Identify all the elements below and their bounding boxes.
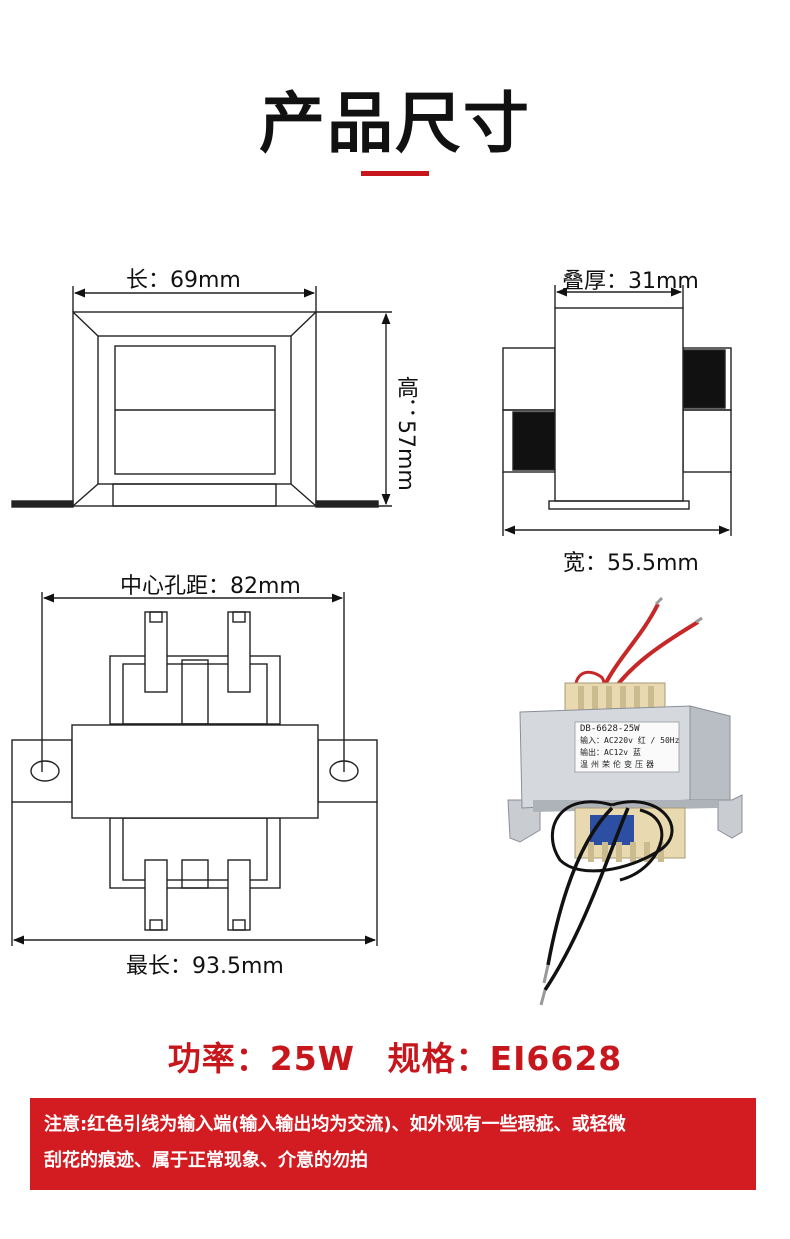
product-nameplate: DB-6628-25W 输入：AC220v 红 / 50Hz 输出：AC12v … xyxy=(580,723,680,771)
height-label: 高：57mm xyxy=(393,376,418,491)
notice-box: 注意:红色引线为输入端(输入输出均为交流)、如外观有一些瑕疵、或轻微 刮花的痕迹… xyxy=(30,1098,756,1190)
spec-line: 功率：25W 规格：EI6628 xyxy=(0,1032,790,1080)
nameplate-maker: 温州荣伦变压器 xyxy=(580,760,657,769)
nameplate-model: DB-6628-25W xyxy=(580,724,640,734)
nameplate-output: 输出：AC12v 蓝 xyxy=(580,748,641,757)
notice-line-1: 注意:红色引线为输入端(输入输出均为交流)、如外观有一些瑕疵、或轻微 xyxy=(44,1114,626,1135)
notice-line-2: 刮花的痕迹、属于正常现象、介意的勿拍 xyxy=(44,1150,368,1171)
top-view-drawing xyxy=(11,592,378,946)
hole-spacing-label: 中心孔距：82mm xyxy=(120,574,301,599)
title-underline xyxy=(361,171,429,176)
nameplate-input: 输入：AC220v 红 / 50Hz xyxy=(580,736,680,745)
power-spec: 功率：25W xyxy=(167,1039,356,1078)
width-label: 宽：55.5mm xyxy=(563,551,699,576)
front-view-drawing xyxy=(11,286,392,508)
transformer-photo xyxy=(507,596,743,1006)
stack-thickness-label: 叠厚：31mm xyxy=(562,269,699,294)
side-view-drawing xyxy=(502,285,732,536)
model-spec: 规格：EI6628 xyxy=(387,1039,623,1078)
max-length-label: 最长：93.5mm xyxy=(126,954,284,979)
page-title: 产品尺寸 xyxy=(259,85,531,162)
length-label: 长：69mm xyxy=(126,268,241,293)
